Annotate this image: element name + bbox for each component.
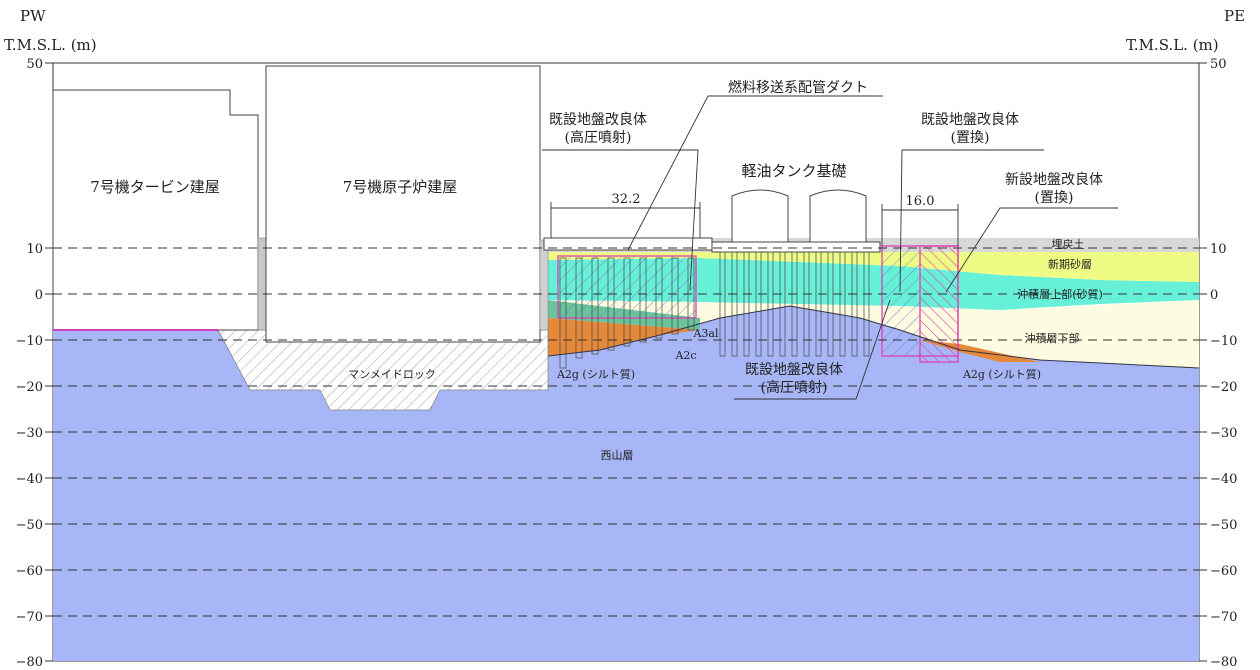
new-replacement-right [919, 245, 959, 363]
svg-text:−20: −20 [1210, 380, 1237, 395]
svg-text:10: 10 [1210, 242, 1227, 257]
svg-text:0: 0 [35, 288, 43, 303]
new-improvement-left-outline [557, 255, 697, 319]
svg-text:−40: −40 [1210, 472, 1237, 487]
upper-sand-layer [548, 258, 1199, 310]
svg-text:50: 50 [26, 57, 43, 72]
svg-text:−10: −10 [16, 334, 43, 349]
svg-text:−20: −20 [16, 380, 43, 395]
svg-text:−60: −60 [1210, 564, 1237, 579]
tank-foundation-label: 軽油タンク基礎 [741, 162, 846, 180]
lower-alluvium-label: 沖積層下部 [1025, 331, 1080, 345]
turbine-base-strip [257, 237, 267, 331]
a2c-label: A2c [674, 349, 696, 362]
svg-text:−80: −80 [1210, 655, 1237, 670]
svg-text:−50: −50 [16, 518, 43, 533]
callout-leaders [542, 95, 1118, 400]
svg-text:−70: −70 [16, 610, 43, 625]
svg-text:−30: −30 [16, 426, 43, 441]
lower-alluvium-layer [548, 300, 1199, 368]
svg-text:−50: −50 [1210, 518, 1237, 533]
svg-text:−70: −70 [1210, 610, 1237, 625]
nishiyama-label: 西山層 [601, 449, 634, 462]
svg-text:−10: −10 [1210, 334, 1237, 349]
fuel-duct-label: 燃料移送系配管ダクト [728, 79, 868, 96]
dim-right-label: 16.0 [906, 194, 935, 209]
existing-jet-bot-label-2: (高圧噴射) [761, 379, 828, 396]
right-improvement-outline [881, 245, 959, 357]
svg-text:0: 0 [1210, 288, 1218, 303]
left-tick-labels: 50 10 0 −10 −20 −30 −40 −50 −60 −70 −80 [16, 57, 43, 670]
existing-jet-grout-left [557, 255, 697, 319]
a3al-label: A3al [692, 327, 719, 340]
dim-left-label: 32.2 [612, 192, 641, 207]
nishiyama-layer [53, 306, 1199, 661]
existing-jet-top-label-2: (高圧噴射) [565, 129, 632, 146]
new-repl-label-1: 新設地盤改良体 [1005, 172, 1103, 188]
left-datum-label: T.M.S.L. (m) [4, 36, 97, 54]
a2g-right-label: A2g (シルト質) [962, 367, 1041, 381]
reactor-building [265, 65, 541, 343]
svg-text:−40: −40 [16, 472, 43, 487]
manmade-rock-label: マンメイドロック [348, 368, 436, 381]
tank-foundation [711, 189, 881, 253]
existing-jet-top-label-1: 既設地盤改良体 [549, 112, 647, 128]
turbine-building-label: 7号機タービン建屋 [90, 178, 220, 196]
left-pile-group [559, 257, 695, 369]
new-sand-layer [548, 250, 1199, 282]
existing-repl-label-1: 既設地盤改良体 [921, 112, 1019, 128]
fill-label: 埋戻土 [1052, 238, 1085, 251]
new-repl-label-2: (置換) [1035, 190, 1074, 206]
svg-text:−60: −60 [16, 564, 43, 579]
axis-ticks [45, 62, 1207, 662]
new-sand-label: 新期砂層 [1048, 257, 1092, 271]
left-station-label: PW [20, 7, 46, 25]
existing-jet-bot-label-1: 既設地盤改良体 [745, 362, 843, 378]
tank-pile-group [719, 251, 870, 357]
upper-sand-label: 沖積層上部(砂質) [1017, 287, 1103, 301]
right-station-label: PE [1224, 7, 1245, 25]
a2g-left-label: A2g (シルト質) [556, 367, 635, 381]
right-datum-label: T.M.S.L. (m) [1126, 36, 1219, 54]
svg-text:−30: −30 [1210, 426, 1237, 441]
svg-text:−80: −80 [16, 655, 43, 670]
svg-text:10: 10 [26, 242, 43, 257]
reactor-building-label: 7号機原子炉建屋 [343, 178, 458, 196]
manmade-rock [217, 329, 549, 411]
reactor-side-wall [539, 239, 549, 331]
elevation-gridlines [53, 247, 1199, 617]
existing-repl-label-2: (置換) [951, 130, 990, 146]
existing-replacement-right [881, 245, 921, 357]
svg-text:50: 50 [1210, 57, 1227, 72]
right-tick-labels: 50 10 0 −10 −20 −30 −40 −50 −60 −70 −80 [1210, 57, 1237, 670]
